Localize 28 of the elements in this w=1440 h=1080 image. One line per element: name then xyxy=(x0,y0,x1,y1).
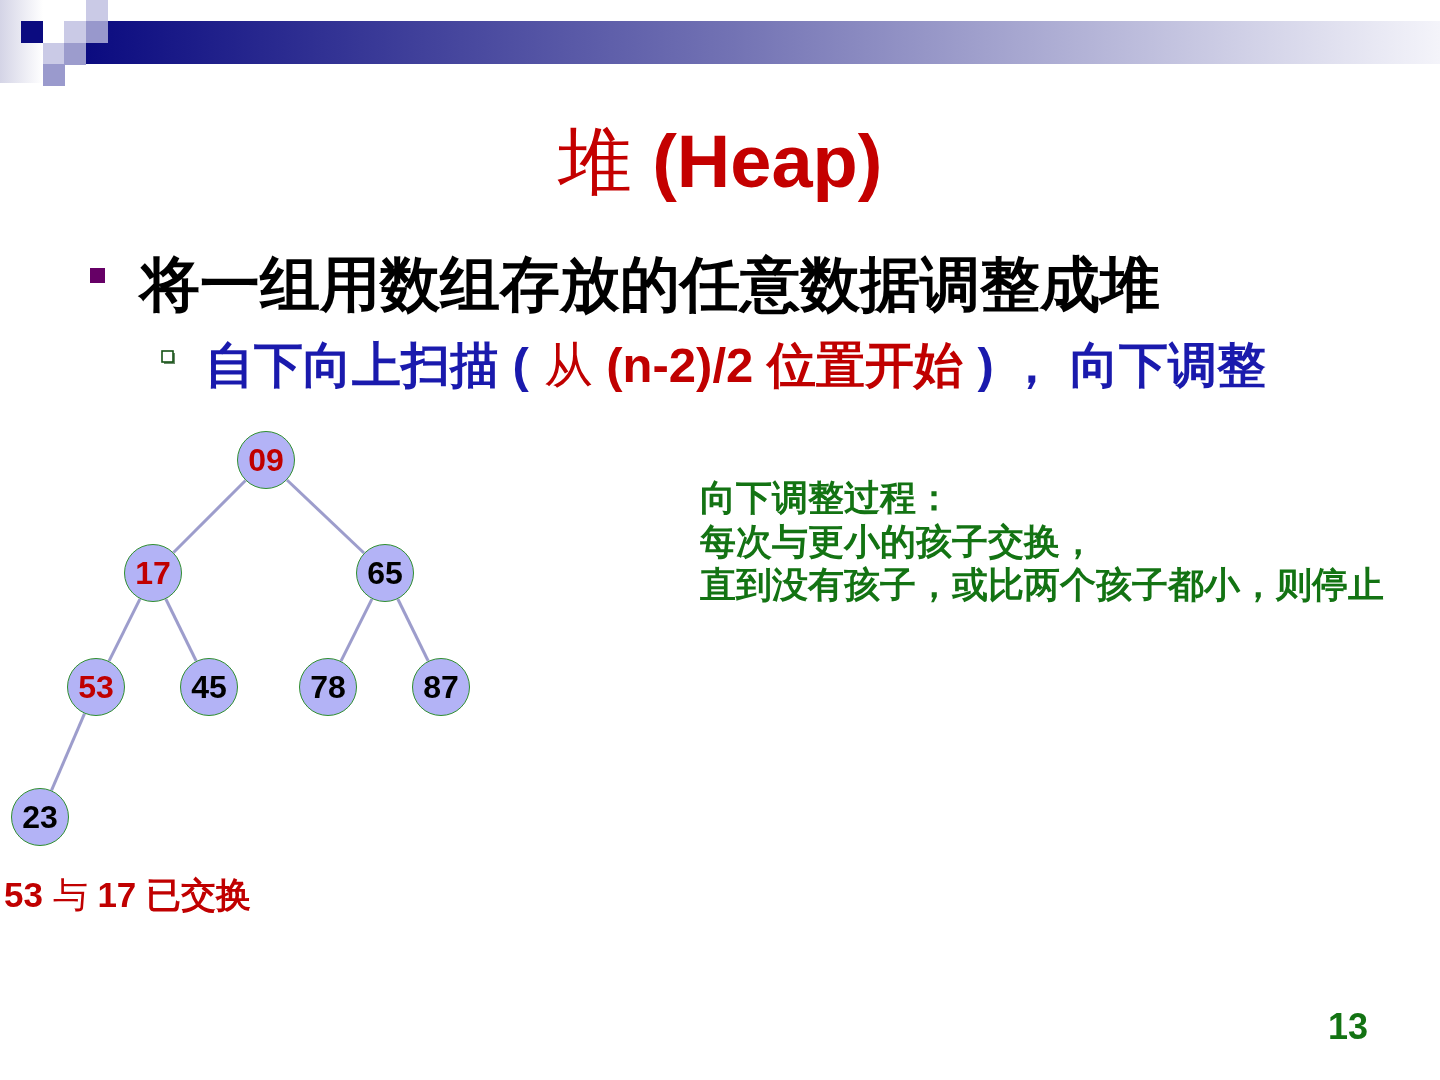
tree-edge-line xyxy=(396,598,430,662)
note-text: 直到没有孩子，或比两个孩子都小，则停止 xyxy=(700,564,1384,606)
tree-edge-line xyxy=(285,478,366,555)
tree-edge-line xyxy=(50,713,86,791)
caption-text: 53 与 17 已交换 xyxy=(4,874,252,916)
tree-edge-line xyxy=(107,598,142,662)
tree-edge-line xyxy=(164,598,198,662)
tree-edge-line xyxy=(172,479,247,554)
node-value: 45 xyxy=(191,671,227,703)
node-value: 87 xyxy=(423,671,459,703)
highlighted-text: 从 (n-2)/2 位置开始 xyxy=(543,337,963,394)
node-value: 53 xyxy=(78,671,114,703)
note-text: 每次与更小的孩子交换， xyxy=(700,521,1096,563)
sub-bullet-text: ) ， 向下调整 xyxy=(977,337,1267,394)
node-value: 09 xyxy=(248,444,284,476)
sub-bullet-text: 自下向上扫描 ( xyxy=(205,337,529,394)
tree-edge-line xyxy=(339,598,374,662)
tree-node-circle xyxy=(356,544,414,602)
node-value: 78 xyxy=(310,671,346,703)
note-text: 向下调整过程： xyxy=(700,477,952,519)
tree-node-circle xyxy=(237,431,295,489)
bullet-text: 将一组用数组存放的任意数据调整成堆 xyxy=(140,250,1160,320)
node-value: 17 xyxy=(135,557,171,589)
node-value: 65 xyxy=(367,557,403,589)
tree-node-circle xyxy=(124,544,182,602)
node-value: 23 xyxy=(22,801,58,833)
page-number: 13 xyxy=(1328,1006,1369,1048)
slide-title: 堆 (Heap) xyxy=(556,119,884,205)
